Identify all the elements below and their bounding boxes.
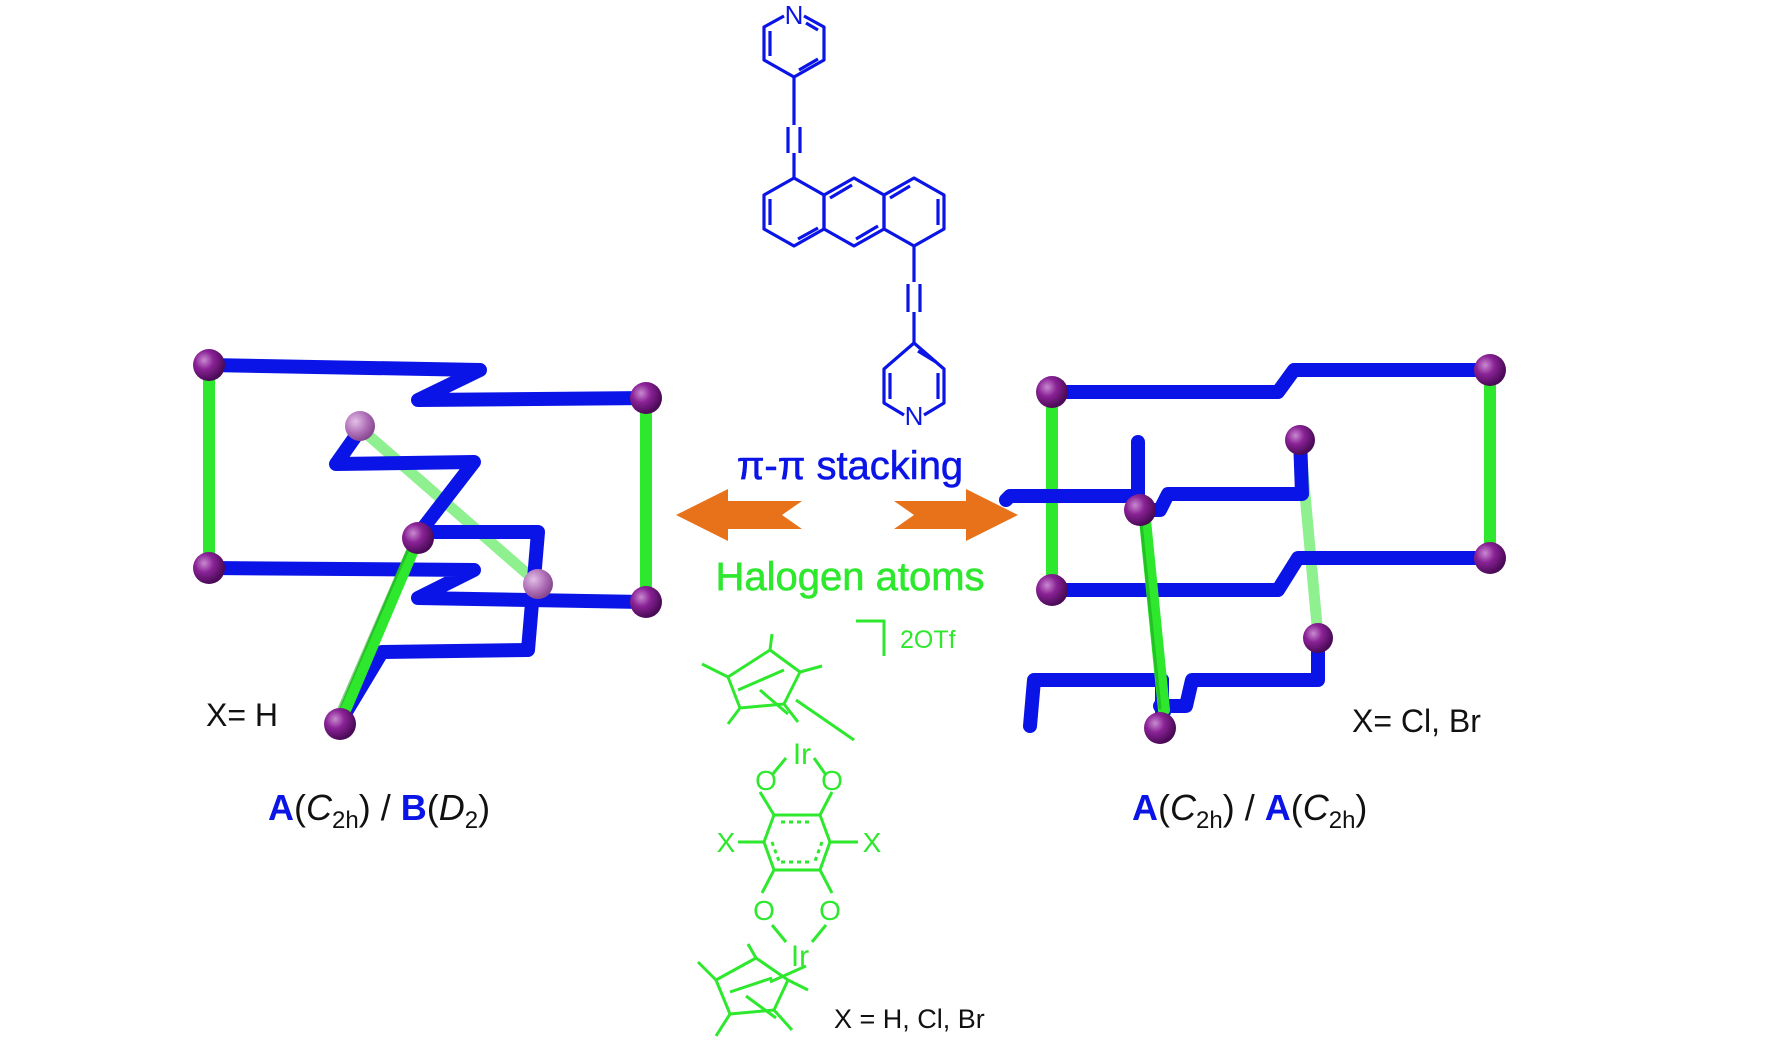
right-back-blue-upper-linker bbox=[1125, 431, 1309, 521]
pi-stacking-label: π-π stacking bbox=[737, 444, 963, 488]
substituent-legend: X = H, Cl, Br bbox=[834, 1004, 985, 1034]
halogen-atoms-label: Halogen atoms bbox=[715, 555, 984, 599]
metal-node bbox=[324, 708, 356, 740]
metal-node bbox=[402, 522, 434, 554]
metal-node bbox=[1285, 425, 1315, 455]
isomer-a-label: A bbox=[268, 787, 294, 828]
left-bottom-blue-linker bbox=[202, 561, 653, 609]
charge-bracket bbox=[856, 619, 886, 656]
right-back-blue-lower-linker bbox=[1153, 629, 1325, 719]
iridium-bottom-label: Ir bbox=[791, 940, 809, 973]
right-inner-blue-upper-linker bbox=[999, 489, 1145, 519]
oxygen-bottom-right: O bbox=[819, 895, 841, 926]
metal-node bbox=[523, 569, 553, 599]
counterion-label: 2OTf bbox=[900, 626, 956, 654]
right-bottom-blue-linker bbox=[1045, 551, 1497, 597]
metal-node bbox=[193, 552, 225, 584]
metal-node bbox=[630, 586, 662, 618]
metal-node bbox=[1474, 542, 1506, 574]
metal-node bbox=[193, 349, 225, 381]
right-metallacage-model bbox=[999, 363, 1497, 733]
substituent-x-right: X bbox=[863, 827, 882, 858]
substituent-x-left: X bbox=[717, 827, 736, 858]
left-back-blue-linker bbox=[329, 423, 545, 729]
left-metal-nodes bbox=[193, 349, 662, 740]
left-symmetry-formula: A(C2h) / B(D2) bbox=[268, 787, 490, 834]
right-inner-blue-lower-linker bbox=[1023, 673, 1169, 733]
oxygen-bottom-left: O bbox=[753, 895, 775, 926]
metal-node bbox=[345, 411, 375, 441]
oxygen-top-left: O bbox=[755, 765, 777, 796]
metal-node bbox=[630, 382, 662, 414]
metal-node bbox=[1474, 354, 1506, 386]
bottom-pyridine-nitrogen: N bbox=[905, 401, 924, 431]
oxygen-top-right: O bbox=[821, 765, 843, 796]
right-top-blue-linker bbox=[1045, 363, 1497, 399]
right-arrow-icon bbox=[894, 489, 1018, 541]
right-x-label: X= Cl, Br bbox=[1352, 703, 1481, 739]
isomer-a-label: A bbox=[1265, 787, 1291, 828]
left-top-blue-linker bbox=[202, 358, 653, 407]
left-arrow-icon bbox=[676, 489, 802, 541]
top-pyridine-nitrogen: N bbox=[785, 0, 804, 30]
metal-node bbox=[1124, 494, 1156, 526]
metal-node bbox=[1036, 574, 1068, 606]
isomer-a-label: A bbox=[1132, 787, 1158, 828]
iridium-top-label: Ir bbox=[793, 738, 811, 771]
metal-node bbox=[1144, 712, 1176, 744]
left-green-pillar-diagonal bbox=[334, 532, 424, 728]
bottom-alkyne bbox=[906, 246, 922, 343]
anthracene-core bbox=[762, 176, 946, 248]
right-metal-nodes bbox=[1036, 354, 1506, 744]
metal-node bbox=[1036, 376, 1068, 408]
bottom-pyridine-ring bbox=[882, 341, 946, 417]
right-green-pillar-front bbox=[1138, 504, 1170, 716]
left-x-label: X= H bbox=[206, 697, 278, 733]
metal-node bbox=[1303, 623, 1333, 653]
right-symmetry-formula: A(C2h) / A(C2h) bbox=[1132, 787, 1367, 834]
top-alkyne bbox=[786, 77, 802, 178]
top-cp-star-ring bbox=[701, 633, 855, 742]
left-back-green-pillar bbox=[354, 422, 546, 591]
isomer-b-label: B bbox=[401, 787, 427, 828]
bottom-cp-star-ring bbox=[696, 943, 809, 1037]
dipyridyl-anthracene-ligand bbox=[762, 14, 946, 417]
iridium-clip-structure bbox=[696, 619, 886, 1037]
left-metallacage-model bbox=[202, 358, 653, 729]
